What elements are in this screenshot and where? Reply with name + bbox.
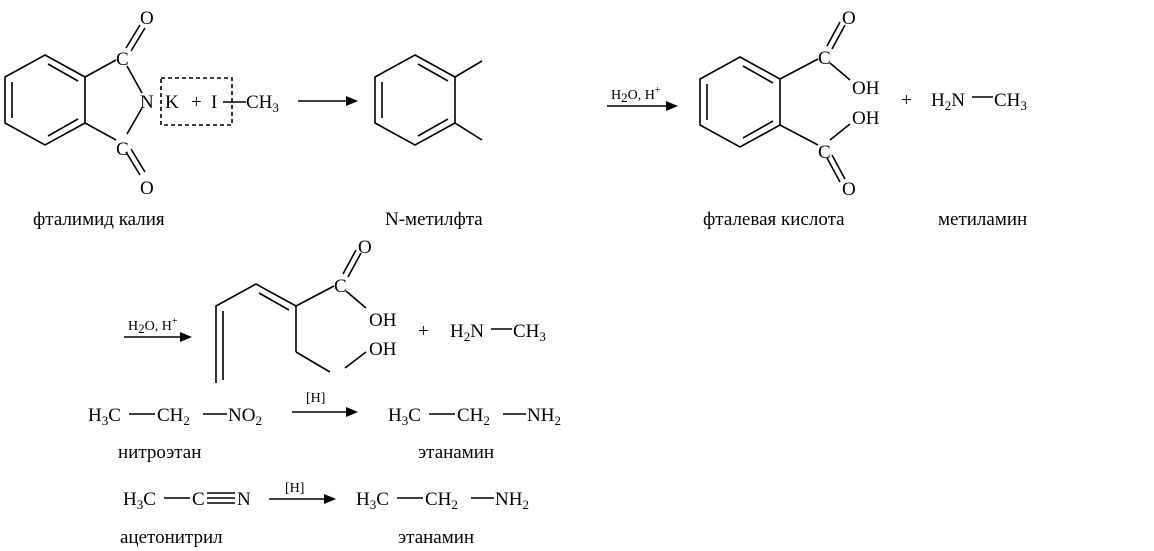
methylamine-formula: H2N: [450, 321, 484, 344]
methyl-group: CH3: [246, 92, 279, 115]
oxygen-atom: O: [842, 8, 856, 29]
carbon-atom: C: [334, 276, 347, 297]
reduction-condition: [H]: [285, 481, 304, 496]
acetonitrile-formula-methyl: H3C: [123, 489, 156, 512]
nitro-group: NO2: [228, 405, 262, 428]
arrow-head: [346, 407, 358, 417]
arrow-head: [346, 96, 358, 106]
nitrogen-atom: N: [140, 92, 154, 113]
ethanamine-formula-methyl: H3C: [356, 489, 389, 512]
oxygen-atom: O: [140, 178, 154, 199]
label-phthalic-acid: фталевая кислота: [703, 209, 845, 230]
methyl-group: CH3: [994, 90, 1027, 113]
ethanamine-formula-methylene: CH2: [457, 405, 490, 428]
nitrile-carbon: C: [192, 489, 205, 510]
hydroxyl-group: OH: [369, 339, 397, 360]
phthalic-acid-structure: O C OH OH C O: [699, 8, 880, 200]
label-n-methylphthalimide: N-метилфта: [385, 209, 483, 230]
oxygen-atom: O: [358, 237, 372, 258]
hydroxyl-group: OH: [369, 310, 397, 331]
ethanamine-formula-methylene: CH2: [425, 489, 458, 512]
ethanamine-formula-methyl: H3C: [388, 405, 421, 428]
phthalic-acid-structure-clipped: O C OH OH: [200, 237, 397, 403]
reduction-condition: [H]: [306, 391, 325, 406]
label-acetonitrile: ацетонитрил: [120, 527, 223, 548]
oxygen-atom: O: [140, 8, 154, 29]
amino-group: NH2: [527, 405, 561, 428]
nitrile-nitrogen: N: [237, 489, 251, 510]
plus-sign: +: [191, 92, 202, 113]
nitroethane-formula-methyl: H3C: [88, 405, 121, 428]
label-potassium-phthalimide: фталимид калия: [33, 209, 165, 230]
hydrolysis-conditions: H2O, H+: [128, 316, 178, 336]
carbon-atom: C: [818, 142, 831, 163]
nitroethane-formula-methylene: CH2: [157, 405, 190, 428]
carbon-atom: C: [116, 139, 129, 160]
plus-sign: +: [901, 90, 912, 111]
hydroxyl-group: OH: [852, 78, 880, 99]
label-nitroethane: нитроэтан: [118, 442, 201, 463]
arrow-head: [666, 101, 678, 111]
potassium-phthalimide-structure: O C N C O K + I CH3: [4, 8, 279, 199]
arrow-head: [180, 332, 192, 342]
arrow-head: [324, 494, 336, 504]
methylamine-formula: H2N: [931, 90, 965, 113]
label-ethanamine: этанамин: [418, 442, 494, 463]
carbon-atom: C: [818, 48, 831, 69]
oxygen-atom: O: [842, 179, 856, 200]
hydroxyl-group: OH: [852, 108, 880, 129]
hydrolysis-conditions: H2O, H+: [611, 85, 661, 105]
label-ethanamine: этанамин: [398, 527, 474, 548]
label-methylamine: метиламин: [938, 209, 1027, 230]
amino-group: NH2: [495, 489, 529, 512]
methyl-group: CH3: [513, 321, 546, 344]
n-methylphthalimide-structure: [374, 54, 483, 146]
iodine-atom: I: [211, 92, 217, 113]
plus-sign: +: [418, 321, 429, 342]
carbon-atom: C: [116, 49, 129, 70]
potassium-atom: K: [165, 92, 179, 113]
